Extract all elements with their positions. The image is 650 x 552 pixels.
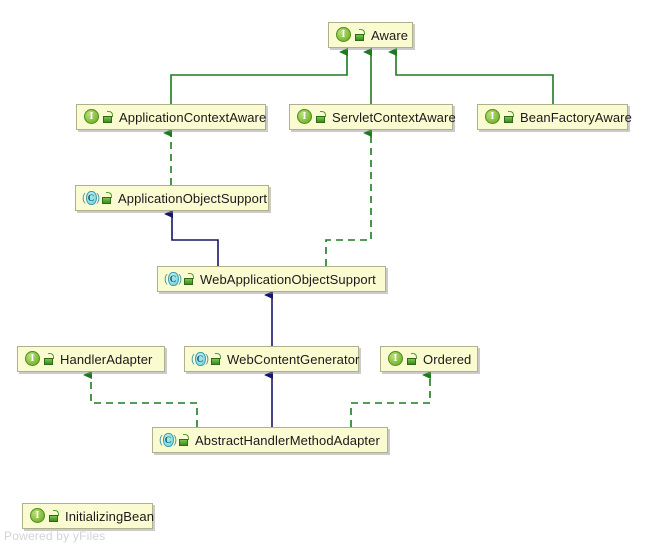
uml-node-label: ApplicationObjectSupport — [118, 190, 268, 206]
lock-body — [103, 116, 112, 123]
lock-body — [44, 358, 53, 365]
lock-shackle — [215, 353, 221, 359]
lock-shackle — [411, 353, 417, 359]
lock-icon — [355, 29, 366, 41]
lock-shackle — [359, 29, 365, 35]
lock-shackle — [188, 273, 194, 279]
class-marker-icon: (C) — [191, 352, 209, 367]
lock-icon — [407, 353, 418, 365]
uml-edge-realization — [396, 52, 554, 104]
interface-glyph: I — [25, 351, 40, 366]
lock-icon — [504, 111, 515, 123]
lock-icon — [179, 434, 190, 446]
uml-node-label: Aware — [371, 27, 409, 43]
interface-marker-icon: I — [84, 109, 100, 125]
uml-node-label: WebApplicationObjectSupport — [200, 271, 376, 287]
interface-marker-icon: I — [336, 27, 352, 43]
interface-glyph: I — [297, 109, 312, 124]
uml-edge-realization — [325, 133, 371, 266]
class-glyph: C — [194, 352, 206, 366]
class-paren-right: ) — [96, 191, 100, 204]
uml-edge-realization — [170, 52, 347, 104]
class-glyph: C — [167, 272, 179, 286]
uml-edge-realization — [350, 375, 430, 427]
lock-icon — [211, 353, 222, 365]
class-paren-left: ( — [164, 272, 168, 285]
interface-marker-icon: I — [485, 109, 501, 125]
interface-marker-icon: I — [388, 351, 404, 367]
lock-body — [49, 515, 58, 522]
lock-body — [407, 358, 416, 365]
uml-node-label: WebContentGenerator — [227, 351, 360, 367]
uml-node-label: Ordered — [423, 351, 472, 367]
uml-node-label: InitializingBean — [65, 508, 155, 524]
lock-shackle — [48, 353, 54, 359]
uml-node-abstract-handler-method-adapter[interactable]: (C) AbstractHandlerMethodAdapter — [152, 427, 388, 453]
yfiles-watermark: Powered by yFiles — [4, 529, 106, 543]
class-glyph: C — [162, 433, 174, 447]
uml-node-aware[interactable]: I Aware — [328, 22, 413, 48]
uml-node-label: ServletContextAware — [332, 109, 456, 125]
uml-node-web-application-object-support[interactable]: (C) WebApplicationObjectSupport — [157, 266, 386, 292]
lock-icon — [44, 353, 55, 365]
interface-marker-icon: I — [25, 351, 41, 367]
interface-glyph: I — [30, 508, 45, 523]
class-paren-left: ( — [191, 352, 195, 365]
class-paren-right: ) — [205, 352, 209, 365]
uml-node-label: ApplicationContextAware — [119, 109, 267, 125]
interface-glyph: I — [485, 109, 500, 124]
uml-edge-realization — [91, 375, 198, 427]
lock-body — [184, 278, 193, 285]
uml-node-application-object-support[interactable]: (C) ApplicationObjectSupport — [75, 185, 269, 211]
lock-shackle — [320, 111, 326, 117]
uml-node-web-content-generator[interactable]: (C) WebContentGenerator — [184, 346, 359, 372]
uml-node-label: AbstractHandlerMethodAdapter — [195, 432, 380, 448]
interface-marker-icon: I — [297, 109, 313, 125]
uml-edge-generalization — [172, 214, 219, 266]
lock-body — [355, 34, 364, 41]
class-paren-left: ( — [159, 433, 163, 446]
lock-shackle — [107, 111, 113, 117]
lock-shackle — [183, 434, 189, 440]
class-glyph: C — [85, 191, 97, 205]
uml-node-bean-factory-aware[interactable]: I BeanFactoryAware — [477, 104, 632, 130]
uml-node-label: BeanFactoryAware — [520, 109, 632, 125]
lock-shackle — [508, 111, 514, 117]
uml-node-handler-adapter[interactable]: I HandlerAdapter — [17, 346, 165, 372]
lock-body — [179, 439, 188, 446]
lock-body — [316, 116, 325, 123]
class-paren-right: ) — [173, 433, 177, 446]
lock-body — [102, 197, 111, 204]
class-marker-icon: (C) — [159, 433, 177, 448]
lock-shackle — [106, 192, 112, 198]
class-paren-left: ( — [82, 191, 86, 204]
interface-glyph: I — [336, 27, 351, 42]
lock-icon — [316, 111, 327, 123]
lock-body — [211, 358, 220, 365]
class-marker-icon: (C) — [164, 272, 182, 287]
class-marker-icon: (C) — [82, 191, 100, 206]
lock-icon — [103, 111, 114, 123]
interface-glyph: I — [388, 351, 403, 366]
interface-glyph: I — [84, 109, 99, 124]
interface-marker-icon: I — [30, 508, 46, 524]
lock-shackle — [53, 510, 59, 516]
uml-node-initializing-bean[interactable]: I InitializingBean — [22, 503, 155, 529]
lock-icon — [102, 192, 113, 204]
lock-icon — [49, 510, 60, 522]
uml-node-label: HandlerAdapter — [60, 351, 153, 367]
class-paren-right: ) — [178, 272, 182, 285]
lock-body — [504, 116, 513, 123]
uml-node-servlet-context-aware[interactable]: I ServletContextAware — [289, 104, 456, 130]
uml-node-application-context-aware[interactable]: I ApplicationContextAware — [76, 104, 266, 130]
lock-icon — [184, 273, 195, 285]
uml-node-ordered[interactable]: I Ordered — [380, 346, 478, 372]
